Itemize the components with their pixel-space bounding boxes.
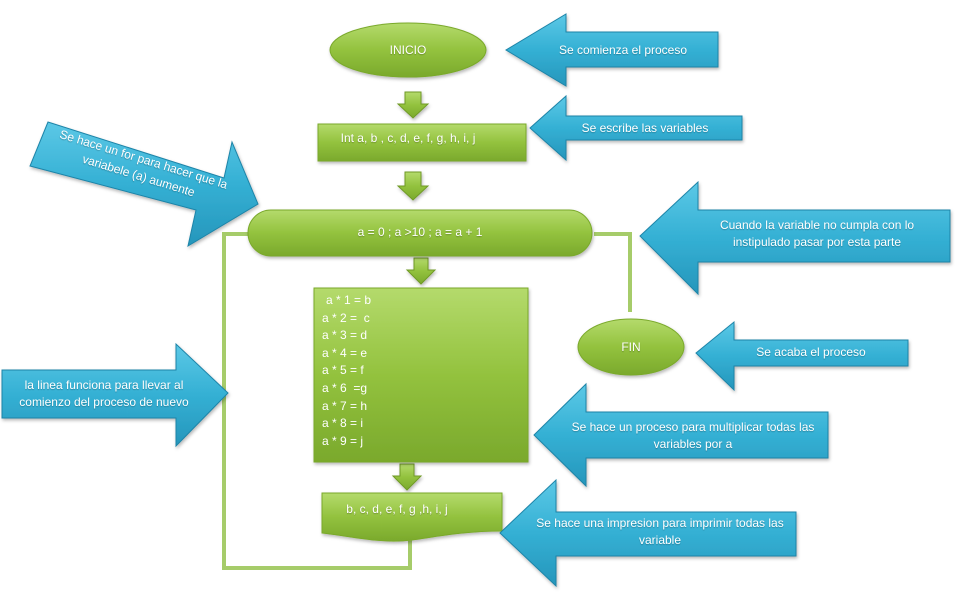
loop-shape (247, 209, 593, 257)
exit-line (594, 232, 632, 312)
callout-arrow-loop-for (29, 121, 259, 248)
callout-condition-text: Cuando la variable no cumpla con lo inst… (719, 218, 915, 249)
callout-multiply-text: Se hace un proceso para multiplicar toda… (571, 420, 815, 451)
process-line: a * 1 = b (326, 293, 372, 307)
callout-start-text: Se comienza el proceso (558, 42, 688, 57)
callout-loop-back-text: la linea funciona para llevar al comienz… (19, 378, 189, 409)
callout-arrow-print (499, 478, 797, 588)
declare-label: Int a, b , c, d, e, f, g, h, i, j (340, 130, 476, 145)
flow-arrow-4 (391, 463, 423, 491)
callout-arrow-multiply (533, 382, 829, 488)
flow-arrow-3 (405, 257, 437, 285)
loop-back-line (222, 232, 412, 570)
callout-declare-text: Se escribe las variables (581, 120, 709, 135)
callout-print-text: Se hace una impresion para imprimir toda… (536, 516, 784, 547)
process-line: a * 7 = h (322, 398, 368, 413)
callout-end-text: Se acaba el proceso (756, 344, 866, 359)
end-terminal (577, 318, 685, 376)
process-lines: a * 1 = b a * 2 = c a * 3 = d a * 4 = e … (322, 292, 502, 450)
callout-arrow-condition (639, 180, 951, 296)
loop-label: a = 0 ; a >10 ; a = a + 1 (357, 224, 483, 239)
process-line: a * 8 = i (322, 416, 364, 431)
process-line: a * 4 = e (322, 345, 368, 360)
process-line: a * 9 = j (322, 433, 364, 448)
callout-arrow-declare (529, 94, 743, 162)
start-terminal (329, 22, 487, 78)
start-label: INICIO (389, 42, 427, 57)
process-line: a * 6 =g (322, 380, 368, 395)
process-line: a * 2 = c (322, 310, 370, 325)
output-document (321, 492, 503, 542)
output-label: b, c, d, e, f, g ,h, i, j (346, 501, 448, 516)
process-line: a * 5 = f (322, 363, 364, 378)
callout-arrow-end (695, 320, 909, 392)
declare-box (317, 123, 527, 162)
end-label: FIN (621, 339, 641, 354)
process-box (313, 287, 529, 463)
process-line: a * 3 = d (322, 328, 368, 343)
flow-arrow-1 (396, 91, 430, 119)
callout-arrow-start (505, 13, 719, 87)
flow-arrow-2 (396, 171, 430, 201)
callout-arrow-loop-back (1, 342, 229, 448)
